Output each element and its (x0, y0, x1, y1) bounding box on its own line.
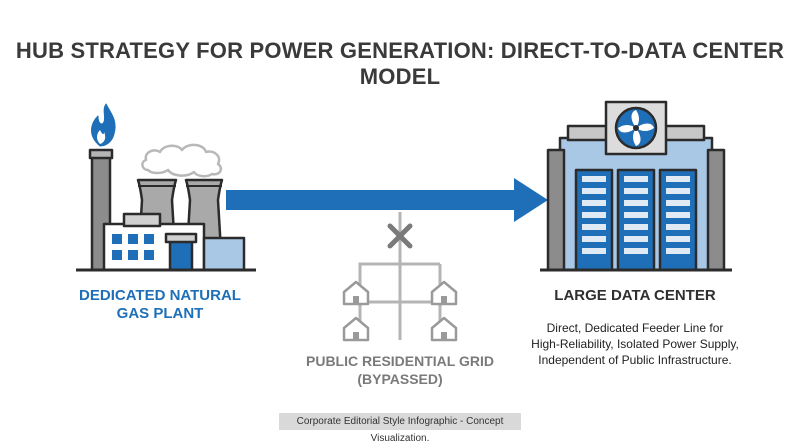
smoke-cloud-icon (141, 143, 223, 178)
bypass-x-icon (387, 223, 413, 249)
server-rack-left (574, 168, 614, 272)
grid-label: PUBLIC RESIDENTIAL GRID (BYPASSED) (290, 352, 510, 388)
residential-grid (358, 212, 442, 340)
fan-icon (618, 110, 654, 146)
plant-label-line2: GAS PLANT (116, 305, 204, 322)
house-icon (342, 316, 370, 342)
footer-caption: Corporate Editorial Style Infographic - … (279, 413, 521, 444)
house-icon (430, 280, 458, 306)
power-arrow (226, 178, 548, 222)
house-icon (430, 316, 458, 342)
server-rack-right (658, 168, 698, 272)
data-center-icon (540, 100, 732, 272)
house-icon (342, 280, 370, 306)
page-title: HUB STRATEGY FOR POWER GENERATION: DIREC… (15, 38, 785, 89)
data-center-description: Direct, Dedicated Feeder Line for High-R… (505, 320, 765, 368)
gas-plant-icon (76, 103, 256, 272)
server-rack-middle (616, 168, 656, 272)
plant-label-line1: DEDICATED NATURAL (79, 287, 241, 304)
dc-desc-line2: High-Reliability, Isolated Power Supply, (531, 337, 739, 351)
grid-label-line1: PUBLIC RESIDENTIAL GRID (306, 353, 494, 369)
grid-label-line2: (BYPASSED) (357, 371, 443, 387)
dc-desc-line3: Independent of Public Infrastructure. (538, 353, 732, 367)
dc-desc-line1: Direct, Dedicated Feeder Line for (546, 321, 724, 335)
plant-label: DEDICATED NATURAL GAS PLANT (60, 287, 260, 323)
data-center-label: LARGE DATA CENTER (554, 287, 716, 304)
